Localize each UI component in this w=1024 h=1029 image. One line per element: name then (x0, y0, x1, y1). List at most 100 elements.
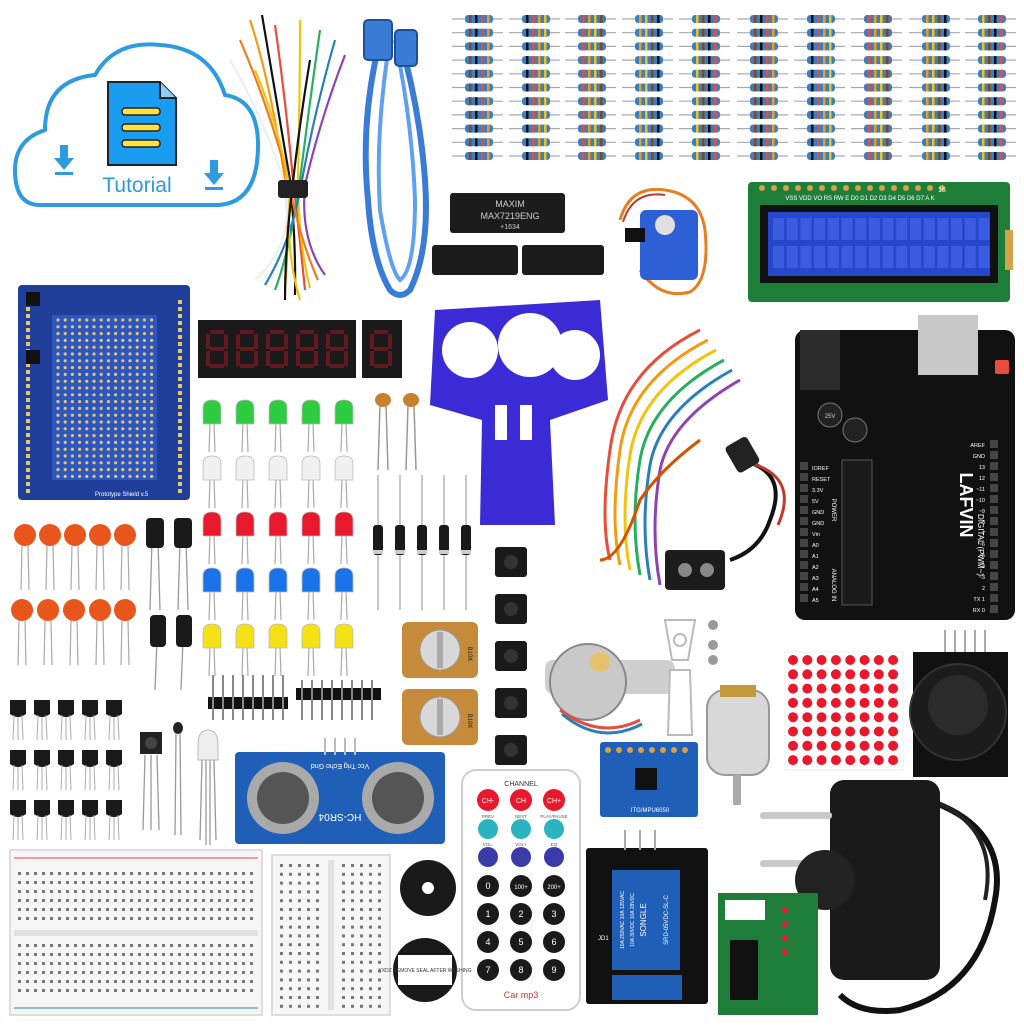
transistor (82, 750, 98, 767)
ceramic-capacitor (63, 599, 85, 621)
led (301, 455, 321, 481)
electrolytic-capacitors (146, 518, 192, 691)
matrix-dot (859, 683, 870, 694)
resistor (750, 15, 778, 23)
relay-rating-1: 10A 250VAC 10A 125VAC (620, 891, 626, 949)
resistor (864, 138, 892, 147)
resistor (978, 138, 1006, 147)
arduino-right-pin-label: 7 (982, 531, 985, 537)
resistor (750, 69, 778, 78)
ceramic-capacitor (37, 599, 59, 621)
ic-chips: MAXIM MAX7219ENG +1634 (432, 193, 604, 275)
matrix-dot (830, 669, 841, 680)
matrix-dot (859, 669, 870, 680)
remote-number-label: 1 (485, 909, 490, 919)
matrix-dot (845, 697, 856, 708)
rectifier-diodes (373, 475, 471, 610)
lcd-pin (843, 185, 849, 191)
matrix-dot (788, 697, 798, 708)
transistor (10, 800, 26, 817)
matrix-dot (888, 712, 899, 723)
resistor (522, 97, 550, 106)
transistor (34, 750, 50, 767)
remote-sub-label: PREV (482, 814, 494, 819)
lcd-pin-labels: VSS VDD VO RS RW E D0 D1 D2 D3 D4 D5 D6 … (785, 196, 934, 202)
resistor (465, 110, 493, 119)
lcd-cell (937, 218, 949, 240)
transistor (10, 750, 26, 767)
lcd-cell (951, 246, 963, 268)
lcd-cell (827, 218, 839, 240)
resistor (978, 69, 1006, 78)
arduino-right-pin-label: ~9 (979, 509, 985, 515)
ceramic-capacitor (114, 524, 136, 546)
arduino-left-pin-label: A2 (812, 565, 819, 571)
matrix-dot (802, 755, 813, 766)
resistor (465, 42, 493, 51)
led (301, 399, 321, 425)
resistor (635, 83, 663, 92)
resistor (922, 138, 950, 147)
lcd-pin (915, 185, 921, 191)
driver-led (782, 921, 788, 927)
resistor (864, 83, 892, 92)
matrix-dot (830, 755, 841, 766)
led-matrix-8x8 (784, 651, 904, 771)
resistor (922, 124, 950, 133)
arduino-right-pin-label: 12 (979, 476, 985, 482)
driver-led (782, 935, 788, 941)
seven-segment-1digit (362, 320, 402, 378)
led (334, 567, 354, 593)
lcd-cell (841, 218, 853, 240)
matrix-dot (802, 697, 813, 708)
ic-chip-l293d (522, 245, 604, 275)
resistor (978, 28, 1006, 37)
matrix-dot (788, 740, 798, 751)
resistor (864, 15, 892, 23)
document-icon (107, 81, 177, 166)
resistor (864, 124, 892, 133)
arduino-left-pin-label: GND (812, 510, 824, 516)
matrix-dot (873, 712, 884, 723)
matrix-dot (816, 655, 827, 665)
relay-module: SONGLE SRD-05VDC-SL-C 10A 250VAC 10A 125… (586, 830, 708, 1004)
prototype-shield-label: Prototype Shield v.5 (95, 492, 149, 498)
matrix-dot (888, 669, 899, 680)
lcd-cell (786, 246, 798, 268)
lcd-cell (978, 246, 990, 268)
resistor (692, 69, 720, 78)
matrix-dot (859, 740, 870, 751)
remote-number-label: 7 (485, 965, 490, 975)
remote-number-label: 5 (518, 937, 523, 947)
ceramic-capacitor (14, 524, 36, 546)
matrix-dot (859, 726, 870, 737)
resistor (522, 28, 550, 37)
resistor (807, 69, 835, 78)
ceramic-capacitor (64, 524, 86, 546)
dupont-ribbon-wires (599, 328, 741, 586)
resistor (578, 15, 606, 23)
remote-sub-label: VOL+ (515, 842, 527, 847)
relay-brand: SONGLE (639, 903, 648, 936)
resistor (807, 15, 835, 23)
remote-number-label: 2 (518, 909, 523, 919)
resistor (807, 42, 835, 51)
transistor (34, 700, 50, 717)
arduino-right-pin-label: ~3 (979, 575, 985, 581)
matrix-dot (873, 669, 884, 680)
transistor (58, 800, 74, 817)
resistor (978, 152, 1006, 160)
remote-number-button (477, 931, 499, 953)
lcd-cell (923, 218, 935, 240)
led (334, 511, 354, 537)
resistor (807, 138, 835, 147)
resistor (750, 56, 778, 65)
matrix-dot (830, 712, 841, 723)
resistor (635, 28, 663, 37)
lcd-pin (771, 185, 777, 191)
resistor (922, 69, 950, 78)
resistor (978, 56, 1006, 65)
matrix-dot (788, 755, 798, 766)
matrix-dot (830, 655, 841, 665)
tutorial-cloud-icon: Tutorial (12, 42, 261, 207)
